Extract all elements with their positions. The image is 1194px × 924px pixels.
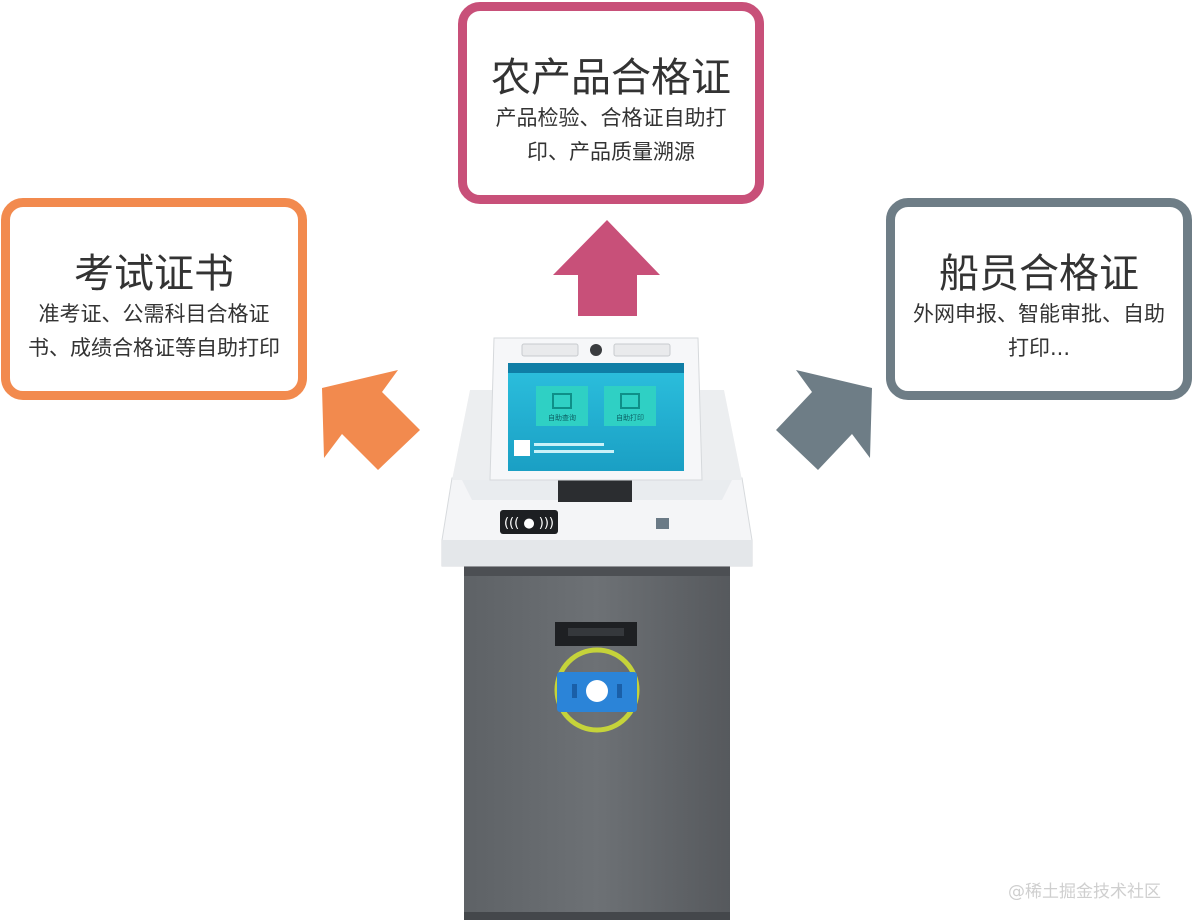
screen-button-query-label: 自助查询 bbox=[548, 413, 576, 422]
card-seafarer-desc: 外网申报、智能审批、自助打印... bbox=[913, 302, 1165, 360]
nfc-reader bbox=[500, 510, 558, 534]
screen-button-print-label: 自助打印 bbox=[616, 413, 644, 422]
qr-scanner bbox=[656, 518, 669, 529]
card-exam-certificate: 考试证书 准考证、公需科目合格证书、成绩合格证等自助打印 bbox=[1, 198, 307, 400]
kiosk-screen bbox=[508, 363, 684, 471]
kiosk-body bbox=[464, 566, 730, 916]
screen-button-print bbox=[604, 386, 656, 426]
card-seafarer-title: 船员合格证 bbox=[939, 251, 1139, 297]
watermark: @稀土掘金技术社区 bbox=[1008, 882, 1161, 902]
card-exam-desc: 准考证、公需科目合格证书、成绩合格证等自助打印 bbox=[28, 302, 280, 360]
card-seafarer-certificate: 船员合格证 外网申报、智能审批、自助打印... bbox=[886, 198, 1192, 400]
card-agri-title: 农产品合格证 bbox=[491, 55, 731, 101]
face-icon bbox=[586, 680, 608, 702]
svg-text:((( ● ))): ((( ● ))) bbox=[504, 516, 554, 531]
card-agri-certificate: 农产品合格证 产品检验、合格证自助打印、产品质量溯源 bbox=[458, 2, 764, 204]
card-agri-desc: 产品检验、合格证自助打印、产品质量溯源 bbox=[495, 106, 727, 164]
card-exam-title: 考试证书 bbox=[74, 251, 234, 297]
arrow-up-left bbox=[322, 370, 420, 470]
screen-qr bbox=[514, 440, 530, 456]
screen-button-query bbox=[536, 386, 588, 426]
arrow-up-right bbox=[776, 370, 872, 470]
arrow-up bbox=[553, 220, 660, 316]
